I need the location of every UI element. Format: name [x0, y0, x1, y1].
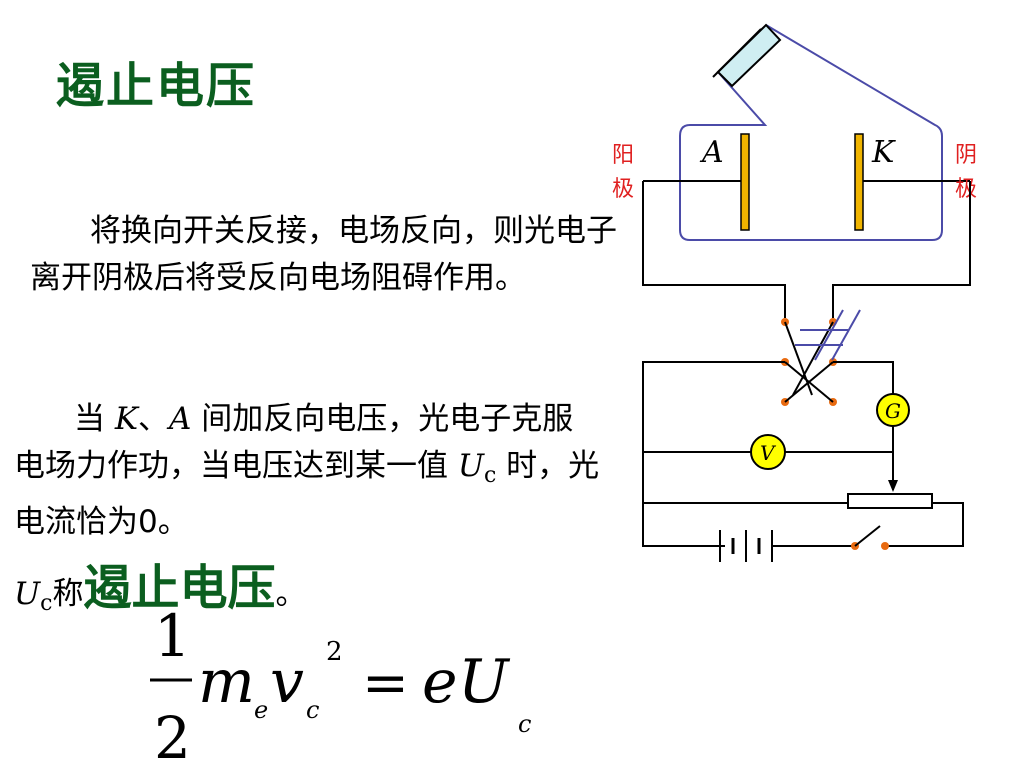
formula-m: m [198, 647, 255, 717]
p2-u-sub: c [484, 463, 497, 488]
formula-m-sub: e [254, 696, 268, 724]
l4-text: 称 [52, 576, 84, 612]
paragraph-stopping-voltage: 当 K、A 间加反向电压，光电子克服电场力作功，当电压达到某一值 Uc 时，光电… [14, 396, 604, 546]
light-window [712, 23, 782, 88]
p2-sep: 、 [138, 401, 170, 437]
formula-v-sub: c [306, 696, 319, 724]
definition-line: Uc称遏止电压。 [14, 548, 306, 618]
formula-exponent: 2 [326, 637, 343, 667]
l4-u: U [14, 576, 41, 612]
rheostat [847, 493, 933, 509]
galvanometer-label: G [885, 399, 901, 423]
p2-k: K [114, 401, 139, 437]
page-title: 遏止电压 [56, 58, 257, 114]
label-k: K [871, 135, 896, 170]
paragraph1-text: 将换向开关反接，电场反向，则光电子离开阴极后将受反向电场阻碍作用。 [30, 213, 617, 296]
reversing-switch[interactable] [781, 309, 861, 406]
key-switch[interactable] [780, 525, 889, 550]
formula-e: e [422, 647, 458, 717]
energy-formula: 1 2 m e v c 2 = e U c [150, 602, 531, 768]
formula-equals: = [362, 651, 409, 716]
formula-denominator: 2 [154, 704, 191, 768]
voltmeter-label: V [760, 441, 777, 465]
formula-numerator: 1 [154, 602, 191, 670]
cathode-label-1: 阴 [955, 143, 977, 168]
anode-label-2: 极 [612, 177, 634, 202]
p2-part-b: 间加反向电压，光电子克服电场力作功，当电压达到某一值 [14, 401, 574, 484]
anode-label-1: 阳 [612, 143, 634, 168]
formula-U-sub: c [518, 710, 531, 738]
voltmeter: V [750, 434, 786, 470]
formula-U: U [458, 647, 511, 717]
paragraph-reverse-switch: 将换向开关反接，电场反向，则光电子离开阴极后将受反向电场阻碍作用。 [30, 208, 630, 302]
p2-part-c: 时，光电流恰为0。 [14, 448, 600, 540]
anode-plate [740, 133, 750, 231]
cathode-label-2: 极 [955, 177, 977, 202]
l4-u-sub: c [40, 591, 53, 616]
vacuum-tube [679, 24, 943, 241]
p2-part-a: 当 [74, 401, 115, 437]
cathode-plate [854, 133, 864, 231]
l4-big: 遏止电压 [83, 560, 276, 616]
label-a: A [699, 135, 724, 170]
p2-u: U [457, 448, 484, 484]
battery [719, 530, 780, 562]
l4-end: 。 [275, 576, 307, 612]
p2-a: A [169, 401, 192, 437]
formula-v: v [270, 647, 304, 717]
galvanometer: G [876, 393, 910, 427]
